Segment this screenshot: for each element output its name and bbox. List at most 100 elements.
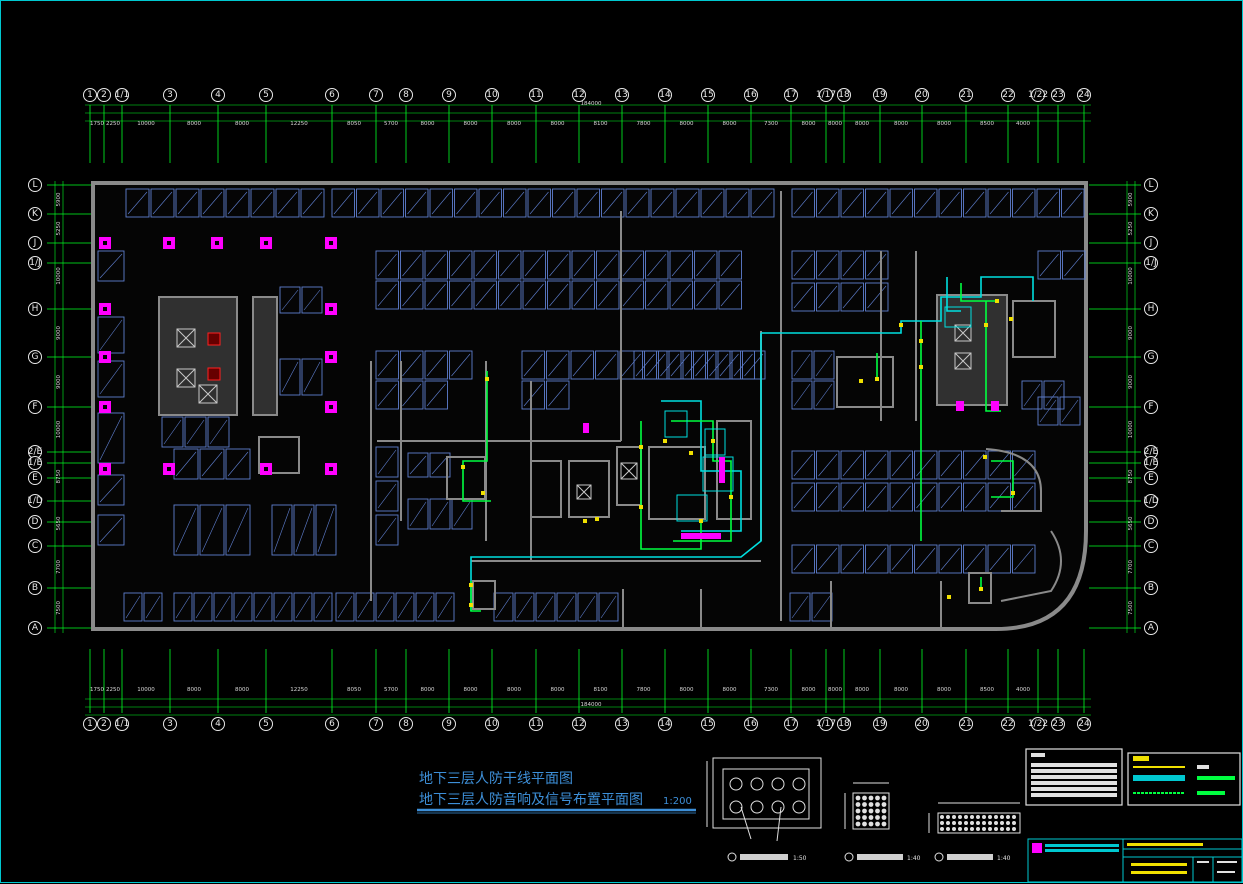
dimension-label: 8000 <box>187 687 201 693</box>
parking-stall <box>840 482 864 512</box>
parking-stall-mark <box>175 451 197 477</box>
dimension-label: 12250 <box>290 687 308 693</box>
parking-stall <box>813 380 835 410</box>
grid-bubble-label: 15 <box>702 719 713 729</box>
parking-stall-mark <box>431 501 449 527</box>
parking-stall-mark <box>940 485 960 509</box>
parking-stall <box>225 448 251 480</box>
dimension-label: 8500 <box>980 121 994 127</box>
parking-stall <box>175 188 200 218</box>
parking-stall-mark <box>989 453 1009 477</box>
grid-bubble-column: 1/1 <box>115 88 129 102</box>
grid-bubble-column: 16 <box>744 717 758 731</box>
parking-stall-mark <box>175 595 191 619</box>
dimension-label: 8000 <box>507 687 521 693</box>
grid-bubble-label: 1/22 <box>1028 719 1048 729</box>
detail-2-scale: 1:40 <box>907 855 921 862</box>
grid-bubble-label: 10 <box>486 90 498 100</box>
parking-stall <box>987 188 1011 218</box>
detail-2-caption: 1:40 <box>844 852 921 862</box>
parking-stall <box>718 250 742 280</box>
dimension-label: 10000 <box>56 267 62 285</box>
conduit <box>982 821 986 825</box>
conduit <box>958 815 962 819</box>
grid-bubble-row: D <box>28 515 42 529</box>
dimension-label: 8050 <box>347 687 361 693</box>
grid-bubble-label: 16 <box>745 90 757 100</box>
parking-stall-mark <box>431 455 449 475</box>
parking-stall <box>816 544 840 574</box>
grid-bubble-label: 1/1 <box>115 90 129 100</box>
parking-stall-mark <box>1039 253 1059 277</box>
grid-bubble-column: 1/22 <box>1028 717 1048 731</box>
parking-stall-mark <box>940 547 960 571</box>
grid-bubble-column: 12 <box>572 88 586 102</box>
parking-stall-mark <box>940 453 960 477</box>
parking-stall <box>207 416 230 448</box>
parking-stall <box>865 482 889 512</box>
dimension-label: 8100 <box>594 121 608 127</box>
grid-bubble-label: 9 <box>446 90 452 100</box>
grid-bubble-column: 23 <box>1051 717 1065 731</box>
grid-bubble-row: A <box>1144 621 1158 635</box>
parking-stall <box>791 350 813 380</box>
grid-bubble-column: 8 <box>399 717 413 731</box>
parking-stall <box>335 592 355 622</box>
signal-device <box>729 495 733 499</box>
conduit <box>994 821 998 825</box>
grid-bubble-column: 9 <box>442 88 456 102</box>
parking-stall <box>143 592 163 622</box>
parking-stall <box>424 350 448 380</box>
dimension-label: 8000 <box>802 687 816 693</box>
parking-stall-mark <box>163 419 182 445</box>
signal-device <box>461 465 465 469</box>
grid-bubble-column: 22 <box>1001 717 1015 731</box>
parking-stall <box>718 280 742 310</box>
parking-stall <box>527 188 551 218</box>
parking-stall-mark <box>793 253 813 277</box>
dimension-label: 7300 <box>764 121 778 127</box>
parking-stall <box>1061 188 1085 218</box>
grid-bubble-row: L <box>28 178 42 192</box>
signal-device <box>947 595 951 599</box>
grid-bubble-label: 19 <box>874 719 886 729</box>
parking-stall-mark <box>818 547 838 571</box>
parking-stall-mark <box>621 353 641 377</box>
grid-bubble-column: 3 <box>163 88 177 102</box>
parking-stall-mark <box>727 191 748 215</box>
conduit <box>1012 827 1016 831</box>
signal-device <box>699 519 703 523</box>
grid-bubble-label: 24 <box>1078 90 1090 100</box>
parking-stall <box>424 280 448 310</box>
parking-stall-mark <box>842 253 862 277</box>
conduit <box>1006 821 1010 825</box>
grid-bubble-label: 1 <box>87 719 93 729</box>
parking-stall-mark <box>965 485 985 509</box>
parking-stall-mark <box>696 253 716 277</box>
parking-stall-mark <box>891 485 911 509</box>
conduit <box>875 815 880 820</box>
parking-stall-mark <box>407 191 427 215</box>
parking-stall <box>889 482 913 512</box>
parking-stall-mark <box>426 383 446 407</box>
parking-stall <box>707 350 731 380</box>
dimension-label: 8000 <box>894 687 908 693</box>
parking-stall <box>840 450 864 480</box>
parking-stall <box>300 188 325 218</box>
conduit <box>875 795 880 801</box>
parking-stall-mark <box>579 595 596 619</box>
grid-bubble-label: 12 <box>573 719 584 729</box>
parking-stall-mark <box>524 253 544 277</box>
dimension-label: 1750 <box>90 121 104 127</box>
parking-stall <box>375 380 399 410</box>
parking-stall-mark <box>965 453 985 477</box>
parking-stall-mark <box>720 283 740 307</box>
conduit <box>940 821 944 825</box>
parking-stall <box>914 450 938 480</box>
grid-bubble-label: 4 <box>215 719 221 729</box>
grid-bubble-row: 1/D <box>27 494 43 508</box>
dimension-label: 10000 <box>1128 420 1134 438</box>
parking-stall-mark <box>647 283 667 307</box>
parking-stall-mark <box>127 191 148 215</box>
